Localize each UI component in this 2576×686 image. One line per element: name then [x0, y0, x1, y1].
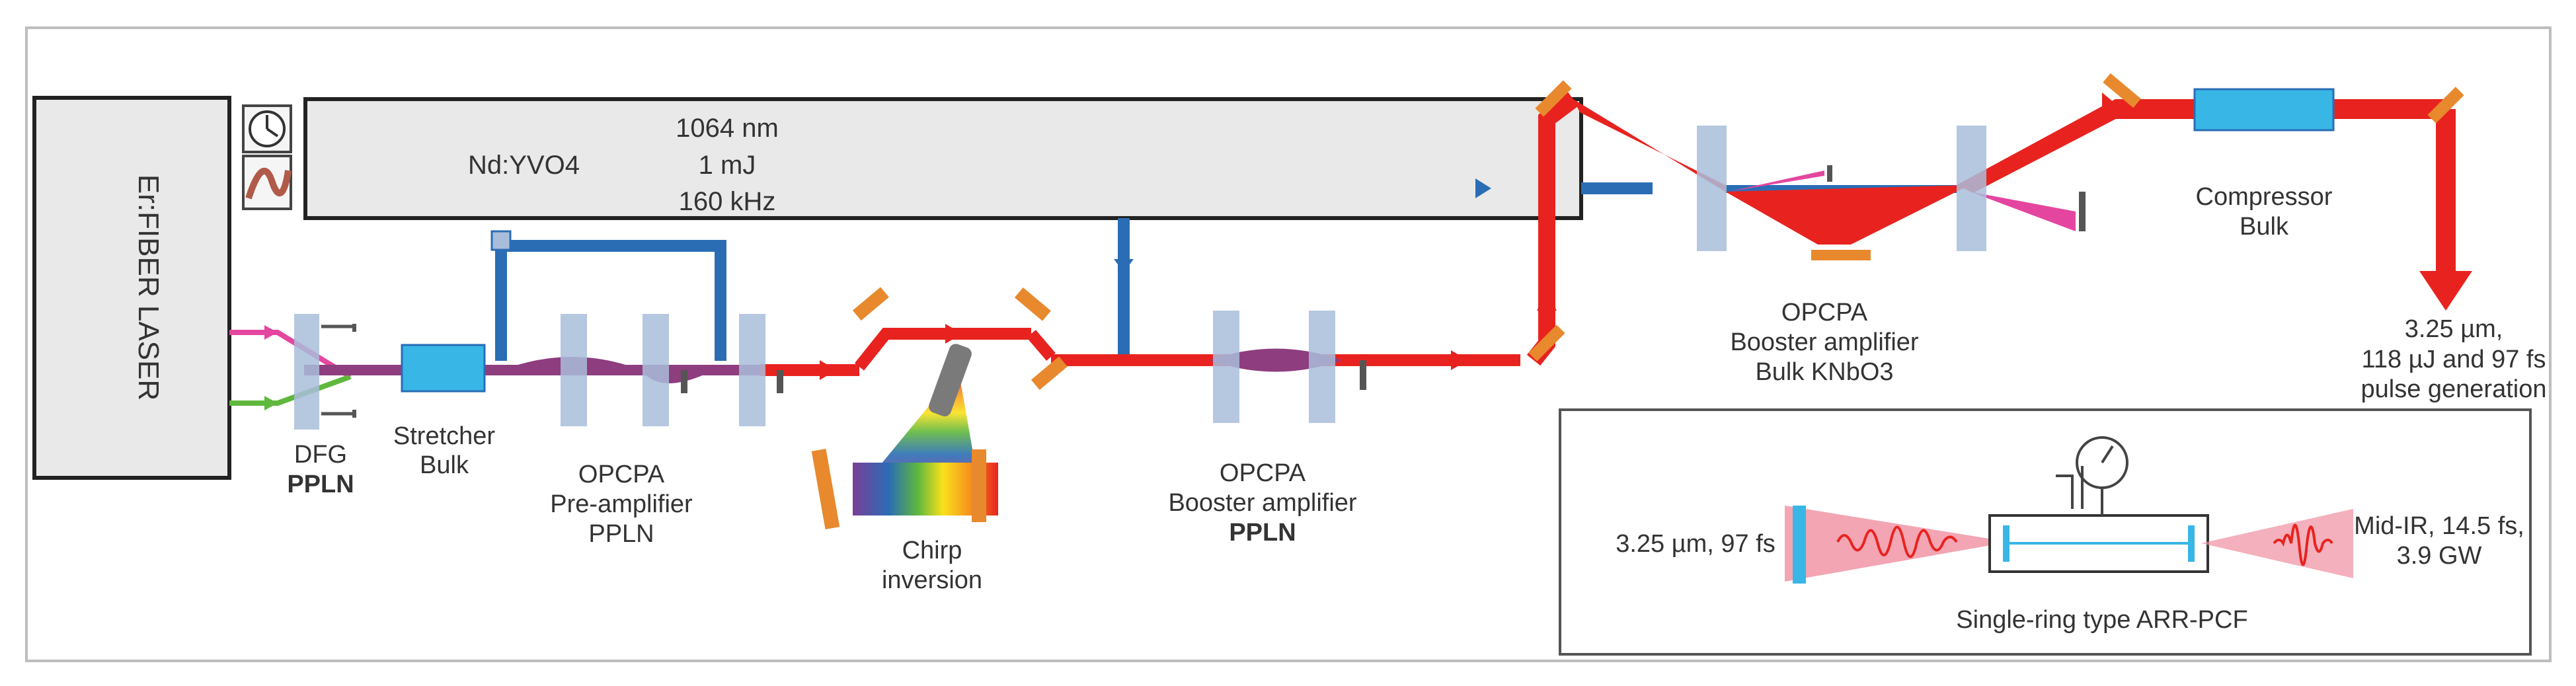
bulk-booster-label-1: OPCPA — [1781, 299, 1868, 326]
output-label-3: pulse generation — [2361, 375, 2547, 403]
booster-label-1: OPCPA — [1220, 459, 1306, 487]
booster-label-3: PPLN — [1229, 519, 1296, 547]
inset-pcf: 3.25 µm, 97 fs Mid-IR, 14.5 fs, 3.9 GW S… — [1559, 408, 2532, 656]
chirp-mirror — [1014, 287, 1051, 321]
steering-mirror — [2427, 87, 2464, 124]
pump-rate: 160 kHz — [679, 187, 776, 216]
timing-clock-box — [242, 104, 292, 153]
pre-amp-crystal-1 — [561, 314, 587, 426]
stretcher-label: Stretcher — [393, 422, 496, 450]
pump-splitter — [490, 230, 512, 251]
pre-amp-crystal-2 — [643, 314, 669, 426]
output-label-2: 118 µJ and 97 fs — [2362, 346, 2546, 373]
booster-label-2: Booster amplifier — [1168, 489, 1356, 517]
diffraction-grating — [929, 344, 972, 417]
chirp-end-mirror — [972, 449, 986, 522]
pump-arrow — [1475, 178, 1491, 198]
dfg-ppln-label: PPLN — [287, 471, 354, 498]
pump-beams — [495, 182, 1653, 361]
component-labels: DFG PPLN Stretcher Bulk OPCPA Pre-amplif… — [287, 183, 2546, 594]
bulk-booster-label-2: Booster amplifier — [1730, 328, 1918, 356]
bulk-booster-beams — [1573, 93, 2472, 311]
compressor-label-1: Compressor — [2196, 183, 2333, 211]
bulk-crystal-1 — [1697, 126, 1727, 251]
pump-wavelength: 1064 nm — [676, 114, 779, 143]
seed-beams — [229, 325, 352, 410]
bulk-crystal-2 — [1957, 126, 1986, 251]
dfg-crystal — [294, 314, 356, 430]
output-pulse — [2273, 523, 2333, 566]
inset-input-label: 3.25 µm, 97 fs — [1616, 530, 1776, 558]
pump-energy: 1 mJ — [699, 151, 756, 180]
input-pulse — [1836, 525, 1958, 558]
er-fiber-laser-label: Er:FIBER LASER — [132, 174, 165, 400]
pressure-gauge-icon — [2056, 436, 2128, 515]
pre-amp-crystal-3 — [739, 314, 765, 426]
pre-amp-label-1: OPCPA — [578, 461, 665, 488]
er-fiber-laser: Er:FIBER LASER — [32, 96, 231, 480]
inset-output-label-1: Mid-IR, 14.5 fs, — [2354, 512, 2524, 540]
pre-amp-label-2: Pre-amplifier — [550, 490, 693, 518]
modulation-box — [242, 155, 292, 210]
chirp-label-2: inversion — [882, 566, 982, 594]
booster-crystal-1 — [1213, 311, 1239, 423]
pump-laser: Nd:YVO4 1064 nm 1 mJ 160 kHz — [303, 97, 1583, 220]
stretcher-bulk-label: Bulk — [420, 451, 469, 479]
compressor-label-2: Bulk — [2240, 213, 2289, 241]
chirp-mirror — [1031, 356, 1068, 391]
steering-mirror — [1528, 324, 1565, 362]
bulk-booster-label-3: Bulk KNbO3 — [1755, 358, 1893, 386]
pump-name: Nd:YVO4 — [468, 151, 580, 180]
chirp-label-1: Chirp — [902, 537, 962, 564]
steering-mirror — [2103, 73, 2141, 108]
outer-frame — [25, 26, 2552, 662]
inset-output-label-2: 3.9 GW — [2397, 542, 2482, 570]
compressor-bulk — [2193, 88, 2335, 132]
inset-fiber-label: Single-ring type ARR-PCF — [1956, 606, 2247, 634]
output-label-1: 3.25 µm, — [2405, 315, 2503, 343]
dfg-label: DFG — [294, 441, 347, 469]
chirp-mirror — [852, 287, 889, 321]
pump-arrow — [1114, 259, 1134, 272]
stretcher-bulk — [401, 344, 486, 393]
steering-mirror — [1535, 80, 1572, 117]
chirp-curved-mirror — [811, 449, 840, 529]
booster-crystal-2 — [1309, 311, 1335, 423]
pre-amp-label-3: PPLN — [588, 520, 654, 548]
bulk-mirror — [1811, 250, 1871, 260]
sine-wave-icon — [245, 167, 292, 200]
